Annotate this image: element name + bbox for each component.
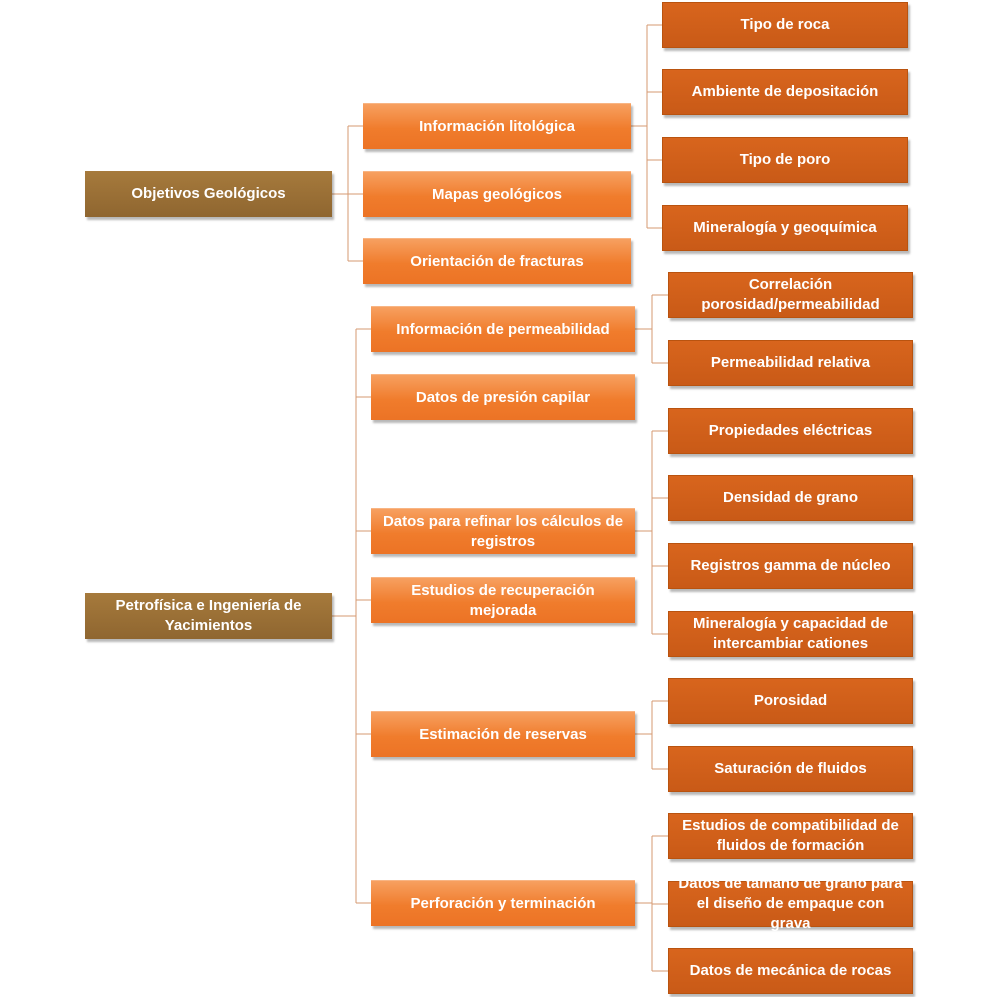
node-estudios-de-recuperacion-mejorada: Estudios de recuperación mejorada (371, 577, 635, 623)
node-label: Objetivos Geológicos (131, 185, 286, 202)
node-label: Porosidad (753, 692, 828, 709)
node-label: Saturación de fluidos (714, 760, 867, 777)
node-label: Estudios de recuperación mejorada (411, 581, 595, 619)
node-propiedades-electricas: Propiedades eléctricas (668, 408, 913, 454)
node-ambiente-de-depositacion: Ambiente de depositación (662, 69, 908, 115)
node-datos-de-tamano-de-grano-para-el-diseno-de-empaque-con-grava: Datos de tamaño de grano para el diseño … (668, 875, 913, 932)
node-registros-gamma-de-nucleo: Registros gamma de núcleo (668, 543, 913, 589)
node-correlacion-porosidad-permeabilidad: Correlación porosidad/permeabilidad (668, 272, 913, 318)
node-label: Tipo de poro (739, 151, 831, 168)
node-datos-para-refinar-los-calculos-de-registros: Datos para refinar los cálculos de regis… (371, 508, 635, 554)
node-estudios-de-compatibilidad-de-fluidos-de-formacion: Estudios de compatibilidad de fluidos de… (668, 813, 913, 859)
node-label: Permeabilidad relativa (710, 354, 871, 371)
node-objetivos-geologicos: Objetivos Geológicos (85, 171, 332, 217)
node-label: Datos de mecánica de rocas (689, 962, 892, 979)
node-label: Orientación de fracturas (410, 252, 584, 270)
node-informacion-de-permeabilidad: Información de permeabilidad (371, 306, 635, 352)
node-label: Información litológica (419, 117, 575, 135)
node-informacion-litologica: Información litológica (363, 103, 631, 149)
node-densidad-de-grano: Densidad de grano (668, 475, 913, 521)
node-label: Mineralogía y geoquímica (693, 219, 877, 236)
node-estimacion-de-reservas: Estimación de reservas (371, 711, 635, 757)
node-petrofisica-e-ingenieria-de-yacimientos: Petrofísica e Ingeniería de Yacimientos (85, 593, 332, 639)
node-label: Estudios de compatibilidad de fluidos de… (682, 817, 899, 854)
node-label: Mineralogía y capacidad de intercambiar … (692, 615, 889, 652)
node-label: Datos de tamaño de grano para el diseño … (678, 875, 903, 932)
node-label: Datos de presión capilar (415, 388, 591, 406)
node-label: Estimación de reservas (419, 725, 587, 743)
node-label: Ambiente de depositación (691, 83, 879, 100)
node-saturacion-de-fluidos: Saturación de fluidos (668, 746, 913, 792)
node-label: Datos para refinar los cálculos de regis… (382, 512, 624, 550)
node-label: Petrofísica e Ingeniería de Yacimientos (115, 597, 302, 634)
node-perforacion-y-terminacion: Perforación y terminación (371, 880, 635, 926)
node-label: Densidad de grano (722, 489, 859, 506)
node-label: Mapas geológicos (431, 185, 563, 203)
node-label: Propiedades eléctricas (708, 422, 873, 439)
node-mineralogia-y-capacidad-de-intercambiar-cationes: Mineralogía y capacidad de intercambiar … (668, 611, 913, 657)
node-permeabilidad-relativa: Permeabilidad relativa (668, 340, 913, 386)
node-porosidad: Porosidad (668, 678, 913, 724)
node-label: Tipo de roca (740, 16, 830, 33)
node-datos-de-presion-capilar: Datos de presión capilar (371, 374, 635, 420)
node-label: Información de permeabilidad (396, 320, 610, 338)
node-mineralogia-y-geoquimica: Mineralogía y geoquímica (662, 205, 908, 251)
node-label: Registros gamma de núcleo (690, 557, 891, 574)
node-tipo-de-roca: Tipo de roca (662, 2, 908, 48)
node-label: Perforación y terminación (410, 894, 596, 912)
node-datos-de-mecanica-de-rocas: Datos de mecánica de rocas (668, 948, 913, 994)
node-orientacion-de-fracturas: Orientación de fracturas (363, 238, 631, 284)
node-mapas-geologicos: Mapas geológicos (363, 171, 631, 217)
node-label: Correlación porosidad/permeabilidad (701, 276, 880, 313)
node-tipo-de-poro: Tipo de poro (662, 137, 908, 183)
